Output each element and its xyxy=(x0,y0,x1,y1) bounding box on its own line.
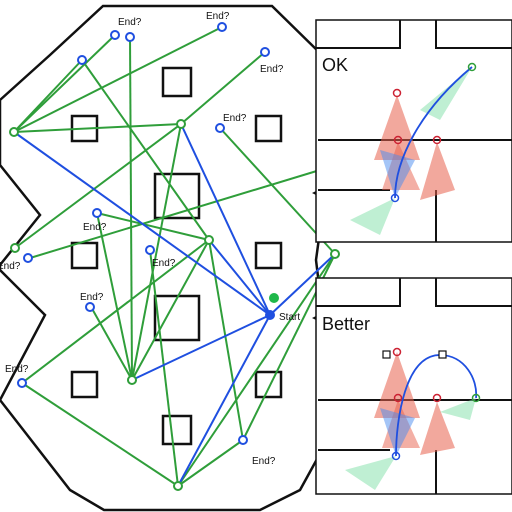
green-edges xyxy=(13,26,336,487)
path-edge xyxy=(180,123,271,316)
goal-candidate-node xyxy=(77,55,87,65)
panel-title-better: Better xyxy=(322,314,370,334)
current-position-dot xyxy=(269,293,279,303)
start-node xyxy=(265,310,275,320)
obstacle-block xyxy=(153,294,201,342)
end-label: End? xyxy=(206,11,230,22)
panel-title-ok: OK xyxy=(322,55,348,75)
graph-edge xyxy=(21,239,210,384)
end-label: End? xyxy=(152,258,176,269)
panel-better: Better xyxy=(315,277,512,495)
goal-candidate-node xyxy=(110,30,120,40)
waypoint-node xyxy=(10,243,20,253)
waypoint-node xyxy=(9,127,19,137)
path-edge xyxy=(131,314,271,381)
goal-candidate-node xyxy=(217,22,227,32)
obstacle-block xyxy=(254,370,283,399)
end-label: End? xyxy=(223,113,247,124)
waypoint-node xyxy=(173,481,183,491)
graph-edge xyxy=(29,169,321,259)
waypoint-node xyxy=(330,249,340,259)
graph-edge xyxy=(129,35,133,381)
end-label: End? xyxy=(118,17,142,28)
path-edge xyxy=(269,253,336,316)
graph-edge xyxy=(13,26,223,133)
waypoint-node xyxy=(127,375,137,385)
path-edge xyxy=(13,131,271,316)
goal-candidate-node xyxy=(85,302,95,312)
waypoints xyxy=(9,119,340,491)
path-edge xyxy=(208,239,271,316)
graph-edge xyxy=(177,253,336,487)
obstacle-block xyxy=(161,414,193,446)
goal-candidate-node xyxy=(215,123,225,133)
graph-edge xyxy=(177,439,244,487)
goal-candidate-node xyxy=(92,208,102,218)
graph-edge xyxy=(89,304,133,381)
obstacle-block xyxy=(70,370,99,399)
obstacle-block xyxy=(161,66,193,98)
goal-candidate-node xyxy=(145,245,155,255)
panel-ok: OK xyxy=(315,19,512,243)
waypoint-node xyxy=(176,119,186,129)
end-label: End? xyxy=(252,456,276,467)
path-edge xyxy=(177,314,271,487)
end-label: End? xyxy=(5,364,29,375)
end-label: End? xyxy=(80,292,104,303)
goal-candidate-node xyxy=(260,47,270,57)
graph-edge xyxy=(96,212,133,381)
goal-candidate-node xyxy=(23,253,33,263)
obstacle-block xyxy=(70,241,99,270)
waypoint-node xyxy=(204,235,214,245)
graph-edge xyxy=(208,239,244,441)
end-label: End? xyxy=(83,222,107,233)
end-label: End? xyxy=(260,64,284,75)
graph-edge xyxy=(149,249,179,487)
blue-path xyxy=(13,123,336,487)
graph-edge xyxy=(96,212,210,241)
goal-candidate-node xyxy=(17,378,27,388)
graph-edge xyxy=(14,123,182,249)
graph-edge xyxy=(13,34,116,133)
obstacle-block xyxy=(153,172,201,220)
obstacle-block xyxy=(254,114,283,143)
graph-edge xyxy=(180,51,266,125)
graph-edge xyxy=(131,123,182,381)
goal-candidate-node xyxy=(238,435,248,445)
obstacle-block xyxy=(254,241,283,270)
start-label: Start xyxy=(279,312,300,323)
map-labels: End? End? End? End? End? End? End? End? … xyxy=(0,11,300,467)
graph-edge xyxy=(13,123,182,133)
graph-edge xyxy=(21,382,179,487)
goal-candidate-node xyxy=(125,32,135,42)
end-label: End? xyxy=(0,261,21,272)
goal-candidates xyxy=(17,22,270,445)
